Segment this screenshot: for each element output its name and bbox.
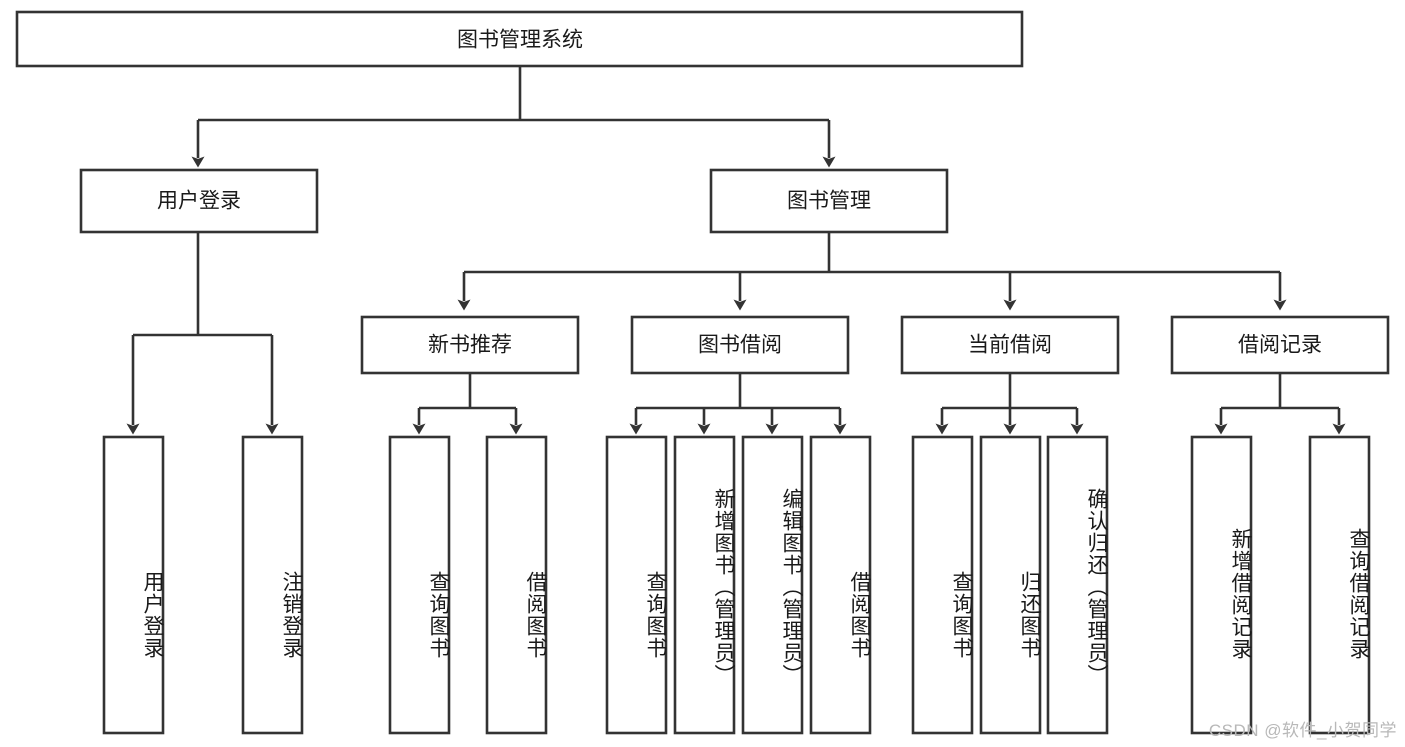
- node-book-borrow[interactable]: 图书借阅: [630, 315, 850, 375]
- node-new-book-recommend[interactable]: 新书推荐: [360, 315, 580, 375]
- node-root[interactable]: 图书管理系统: [15, 10, 1024, 68]
- node-leaf-return-book-rect[interactable]: [979, 435, 1042, 735]
- node-book-manage-label: 图书管理: [787, 190, 871, 213]
- node-user-login[interactable]: 用户登录: [79, 168, 319, 234]
- node-book-borrow-label: 图书借阅: [698, 334, 782, 357]
- node-book-manage[interactable]: 图书管理: [709, 168, 949, 234]
- node-leaf-logout-rect[interactable]: [241, 435, 304, 735]
- node-leaf-edit-book-rect[interactable]: [741, 435, 804, 735]
- node-leaf-confirm-return-rect[interactable]: [1046, 435, 1109, 735]
- node-leaf-borrow-book-1-rect[interactable]: [485, 435, 548, 735]
- node-leaf-borrow-book-2-rect[interactable]: [809, 435, 872, 735]
- node-user-login-rect[interactable]: [79, 168, 319, 234]
- node-leaf-query-book-2-rect[interactable]: [605, 435, 668, 735]
- node-root-rect[interactable]: [15, 10, 1024, 68]
- node-borrow-record-label: 借阅记录: [1238, 334, 1322, 357]
- node-borrow-record-rect[interactable]: [1170, 315, 1390, 375]
- node-leaf-query-book-3-rect[interactable]: [911, 435, 974, 735]
- node-leaf-query-book-1-rect[interactable]: [388, 435, 451, 735]
- connector-group-book-borrow: [629, 373, 847, 435]
- node-current-borrow-label: 当前借阅: [968, 334, 1052, 357]
- csdn-watermark: CSDN @软件_小贺同学: [1208, 721, 1397, 740]
- node-root-label: 图书管理系统: [457, 29, 583, 52]
- node-leaf-user-login-rect[interactable]: [102, 435, 165, 735]
- node-borrow-record[interactable]: 借阅记录: [1170, 315, 1390, 375]
- node-leaf-query-record-rect[interactable]: [1308, 435, 1371, 735]
- leaf-boxes: [102, 435, 1371, 735]
- connector-group-user-login: [126, 232, 279, 435]
- node-current-borrow-rect[interactable]: [900, 315, 1120, 375]
- node-new-book-recommend-rect[interactable]: [360, 315, 580, 375]
- node-current-borrow[interactable]: 当前借阅: [900, 315, 1120, 375]
- node-user-login-label: 用户登录: [157, 190, 241, 213]
- node-book-borrow-rect[interactable]: [630, 315, 850, 375]
- connector-group-root: [191, 66, 836, 168]
- node-leaf-add-record-rect[interactable]: [1190, 435, 1253, 735]
- node-book-manage-rect[interactable]: [709, 168, 949, 234]
- connector-group-borrow-record: [1214, 373, 1346, 435]
- connector-group-new-book-recommend: [412, 373, 523, 435]
- node-new-book-recommend-label: 新书推荐: [428, 334, 512, 357]
- connector-group-current-borrow: [935, 373, 1084, 435]
- node-leaf-add-book-rect[interactable]: [673, 435, 736, 735]
- connector-group-book-manage: [457, 232, 1287, 311]
